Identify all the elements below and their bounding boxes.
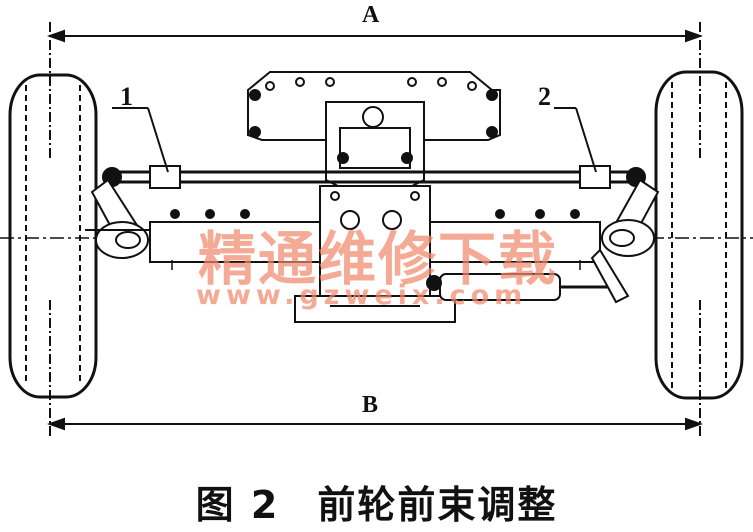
right-knuckle <box>601 178 660 257</box>
steering-cylinder <box>426 248 630 304</box>
left-wheel <box>8 73 98 399</box>
dimension-line-b <box>47 300 703 436</box>
dimension-b-label: B <box>362 392 379 418</box>
leader-line-1b <box>147 107 169 173</box>
watermark-url: www.gzweix.com <box>196 280 528 311</box>
figure-number: 图 2 <box>195 483 280 527</box>
axle-housing <box>149 209 601 263</box>
part-label-2: 2 <box>538 82 551 111</box>
part-label-1: 1 <box>120 82 133 111</box>
left-knuckle <box>85 178 150 259</box>
watermark-text: 精通维修下载 <box>198 225 559 293</box>
figure-caption: 图 2 前轮前束调整 <box>0 474 753 529</box>
axle-drawing <box>0 22 753 436</box>
dimension-line-a <box>47 22 703 160</box>
figure-title: 前轮前束调整 <box>317 483 558 527</box>
leader-line-2b <box>575 107 597 173</box>
tie-rod-upper <box>102 165 646 189</box>
dimension-a-label: A <box>362 2 380 28</box>
steering-housing <box>294 101 456 323</box>
